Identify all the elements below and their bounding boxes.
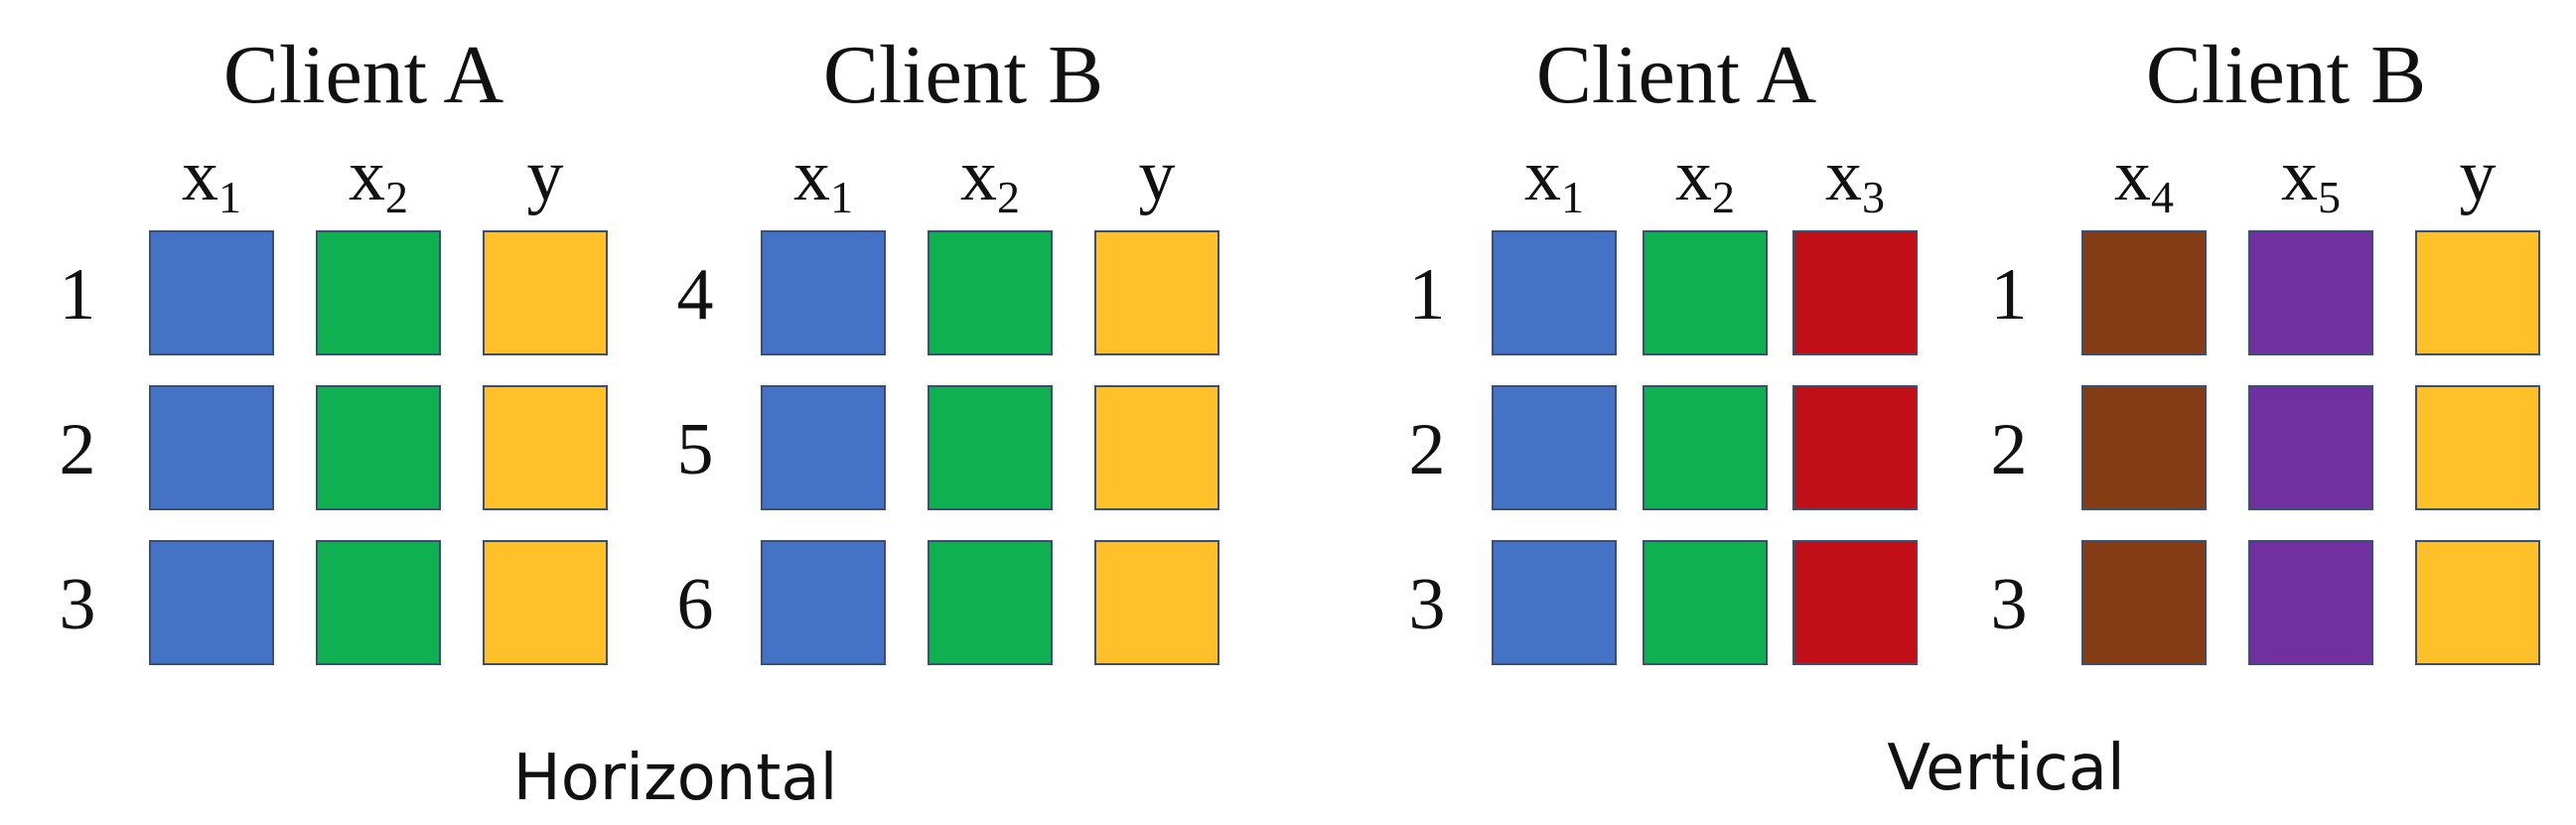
vertical-client-a-column-header: x2 bbox=[1675, 139, 1735, 219]
horizontal-client-b-column-header: x2 bbox=[960, 139, 1020, 219]
column-header-variable: x bbox=[1675, 135, 1712, 216]
column-header-variable: y bbox=[2459, 135, 2497, 216]
horizontal-client-a-row-label: 1 bbox=[59, 254, 96, 336]
vertical-client-b-cell-purple bbox=[2248, 385, 2373, 510]
vertical-client-b-cell-yellow bbox=[2415, 385, 2540, 510]
column-header-subscript: 4 bbox=[2151, 171, 2174, 222]
column-header-subscript: 3 bbox=[1862, 171, 1885, 222]
horizontal-client-a-column-header: x2 bbox=[349, 139, 408, 219]
horizontal-client-a-cell-blue bbox=[149, 230, 274, 355]
column-header-variable: x bbox=[349, 135, 385, 216]
horizontal-client-b-cell-yellow bbox=[1094, 230, 1219, 355]
horizontal-client-b-cell-blue bbox=[761, 385, 886, 510]
horizontal-client-b-row-label: 5 bbox=[676, 409, 714, 490]
horizontal-client-a-cell-green bbox=[316, 230, 441, 355]
horizontal-client-b-cell-green bbox=[928, 385, 1053, 510]
column-header-subscript: 1 bbox=[1561, 171, 1584, 222]
vertical-client-b-cell-purple bbox=[2248, 540, 2373, 665]
column-header-subscript: 2 bbox=[385, 171, 408, 222]
horizontal-client-a-title: Client A bbox=[222, 29, 504, 121]
vertical-client-a-cell-blue bbox=[1492, 540, 1617, 665]
vertical-client-a-column-header: x1 bbox=[1524, 139, 1584, 219]
horizontal-client-a-cell-blue bbox=[149, 540, 274, 665]
horizontal-client-b-column-header: y bbox=[1139, 139, 1176, 212]
column-header-variable: y bbox=[1138, 135, 1176, 216]
vertical-client-b-cell-purple bbox=[2248, 230, 2373, 355]
horizontal-client-b-cell-green bbox=[928, 540, 1053, 665]
vertical-client-b-row-label: 1 bbox=[1990, 254, 2028, 336]
vertical-client-b-column-header: x4 bbox=[2114, 139, 2174, 219]
vertical-client-b-column-header: y bbox=[2460, 139, 2497, 212]
horizontal-client-a-cell-blue bbox=[149, 385, 274, 510]
horizontal-client-b-cell-blue bbox=[761, 230, 886, 355]
horizontal-client-a-cell-yellow bbox=[483, 540, 608, 665]
horizontal-client-a-column-header: x1 bbox=[182, 139, 241, 219]
horizontal-client-a-cell-green bbox=[316, 385, 441, 510]
horizontal-client-b-column-header: x1 bbox=[793, 139, 853, 219]
horizontal-client-b-cell-yellow bbox=[1094, 385, 1219, 510]
column-header-subscript: 2 bbox=[997, 171, 1020, 222]
vertical-client-b-row-label: 2 bbox=[1990, 409, 2028, 490]
horizontal-client-a-cell-yellow bbox=[483, 385, 608, 510]
vertical-client-b-cell-yellow bbox=[2415, 230, 2540, 355]
column-header-variable: x bbox=[1524, 135, 1561, 216]
column-header-subscript: 1 bbox=[830, 171, 853, 222]
vertical-client-a-cell-blue bbox=[1492, 385, 1617, 510]
vertical-client-b-cell-brown bbox=[2081, 230, 2207, 355]
horizontal-client-b-cell-green bbox=[928, 230, 1053, 355]
column-header-variable: x bbox=[793, 135, 830, 216]
vertical-client-a-cell-green bbox=[1643, 230, 1768, 355]
horizontal-client-b-row-label: 6 bbox=[676, 564, 714, 645]
vertical-client-a-column-header: x3 bbox=[1825, 139, 1885, 219]
horizontal-client-a-row-label: 3 bbox=[59, 564, 96, 645]
column-header-variable: x bbox=[2281, 135, 2318, 216]
vertical-client-b-column-header: x5 bbox=[2281, 139, 2341, 219]
vertical-client-a-cell-red bbox=[1792, 230, 1918, 355]
column-header-variable: y bbox=[526, 135, 564, 216]
horizontal-client-a-cell-green bbox=[316, 540, 441, 665]
vertical-client-b-cell-brown bbox=[2081, 385, 2207, 510]
vertical-client-b-cell-brown bbox=[2081, 540, 2207, 665]
vertical-client-a-cell-green bbox=[1643, 385, 1768, 510]
vertical-client-b-row-label: 3 bbox=[1990, 564, 2028, 645]
column-header-variable: x bbox=[2114, 135, 2151, 216]
vertical-client-a-cell-red bbox=[1792, 385, 1918, 510]
vertical-caption: Vertical bbox=[1887, 732, 2125, 805]
horizontal-client-b-cell-blue bbox=[761, 540, 886, 665]
column-header-variable: x bbox=[960, 135, 997, 216]
horizontal-client-a-cell-yellow bbox=[483, 230, 608, 355]
horizontal-client-b-row-label: 4 bbox=[676, 254, 714, 336]
vertical-client-a-row-label: 3 bbox=[1408, 564, 1446, 645]
vertical-client-a-cell-red bbox=[1792, 540, 1918, 665]
column-header-subscript: 5 bbox=[2318, 171, 2341, 222]
column-header-variable: x bbox=[1825, 135, 1862, 216]
horizontal-client-b-title: Client B bbox=[822, 29, 1104, 121]
vertical-client-a-row-label: 1 bbox=[1408, 254, 1446, 336]
horizontal-client-b-cell-yellow bbox=[1094, 540, 1219, 665]
horizontal-client-a-row-label: 2 bbox=[59, 409, 96, 490]
vertical-client-a-cell-green bbox=[1643, 540, 1768, 665]
horizontal-caption: Horizontal bbox=[512, 742, 838, 815]
vertical-client-a-row-label: 2 bbox=[1408, 409, 1446, 490]
vertical-client-a-cell-blue bbox=[1492, 230, 1617, 355]
column-header-variable: x bbox=[182, 135, 218, 216]
horizontal-client-a-column-header: y bbox=[527, 139, 564, 212]
column-header-subscript: 2 bbox=[1712, 171, 1735, 222]
vertical-client-a-title: Client A bbox=[1535, 29, 1817, 121]
vertical-client-b-cell-yellow bbox=[2415, 540, 2540, 665]
vertical-client-b-title: Client B bbox=[2145, 29, 2427, 121]
column-header-subscript: 1 bbox=[218, 171, 241, 222]
